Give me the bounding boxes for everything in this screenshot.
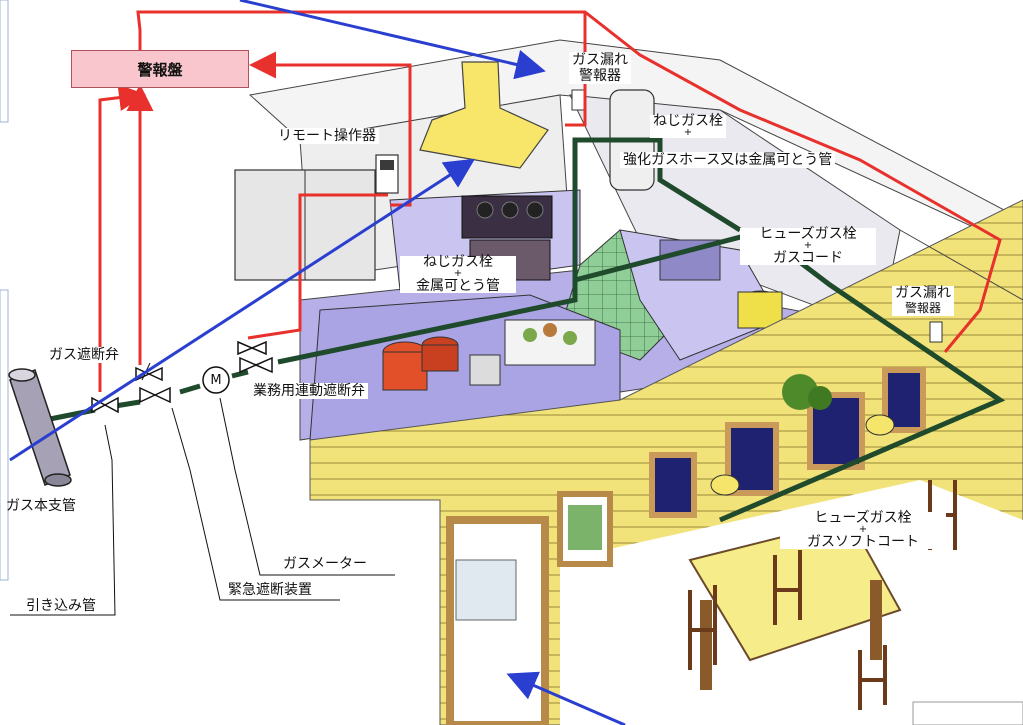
- valve-gas-shutoff: [135, 366, 171, 404]
- commercial-shutoff-valve-label: 業務用連動遮断弁: [250, 383, 368, 399]
- gas-cord-text: ガスコード: [773, 250, 843, 266]
- gas-main-pipe: [8, 368, 72, 487]
- gas-leak-alarm-1-line1: ガス漏れ: [572, 52, 628, 68]
- screw-valve-2-text: ねじガス栓: [423, 254, 493, 270]
- service-pipe-label: 引き込み管: [26, 598, 96, 614]
- plus-3: +: [453, 268, 463, 279]
- emergency-shutoff-label: 緊急遮断装置: [228, 582, 312, 598]
- fuse-valve-label-2: ヒューズガス栓 + ガスソフトコート: [780, 510, 946, 550]
- screw-valve-1-text: ねじガス栓: [653, 113, 723, 129]
- metal-flex-pipe-text: 金属可とう管: [416, 278, 500, 294]
- plus-1: +: [683, 127, 693, 138]
- alarm-wiring: [98, 10, 1002, 392]
- gas-shutoff-valve-label: ガス遮断弁: [46, 347, 122, 363]
- fuse-valve-2-text: ヒューズガス栓: [814, 510, 912, 526]
- gas-meter-symbol: [202, 366, 230, 394]
- plus-2: +: [803, 240, 813, 251]
- alarm-panel: 警報盤: [71, 50, 249, 88]
- reinforced-hose-label: 強化ガスホース又は金属可とう管: [620, 152, 836, 168]
- gas-main-pipe-label: ガス本支管: [6, 498, 76, 514]
- meter-symbol-text: M: [210, 373, 222, 388]
- gas-leak-alarm-2-line1: ガス漏れ: [895, 285, 951, 301]
- gas-soft-cord-text: ガスソフトコート: [807, 534, 919, 550]
- plus-4: +: [858, 524, 868, 535]
- annotation-arrows: [9, 0, 626, 725]
- fuse-valve-1-text: ヒューズガス栓: [759, 226, 857, 242]
- screw-valve-label-1: ねじガス栓 +: [650, 113, 726, 138]
- gas-leak-alarm-label-2: ガス漏れ 警報器: [892, 286, 954, 316]
- leader-lines: [10, 362, 395, 616]
- gas-leak-alarm-label-1: ガス漏れ 警報器: [569, 52, 631, 84]
- screw-valve-label-2: ねじガス栓 + 金属可とう管: [400, 254, 516, 294]
- remote-control-label: リモート操作器: [275, 128, 379, 144]
- gas-pipe-network: [44, 137, 1006, 523]
- fuse-valve-label-1: ヒューズガス栓 + ガスコード: [740, 226, 876, 266]
- gas-leak-alarm-1-line2: 警報器: [579, 68, 621, 84]
- valve-commercial: [237, 340, 273, 374]
- gas-leak-alarm-2-line2: 警報器: [904, 301, 941, 315]
- gas-meter-label: ガスメーター: [283, 556, 367, 572]
